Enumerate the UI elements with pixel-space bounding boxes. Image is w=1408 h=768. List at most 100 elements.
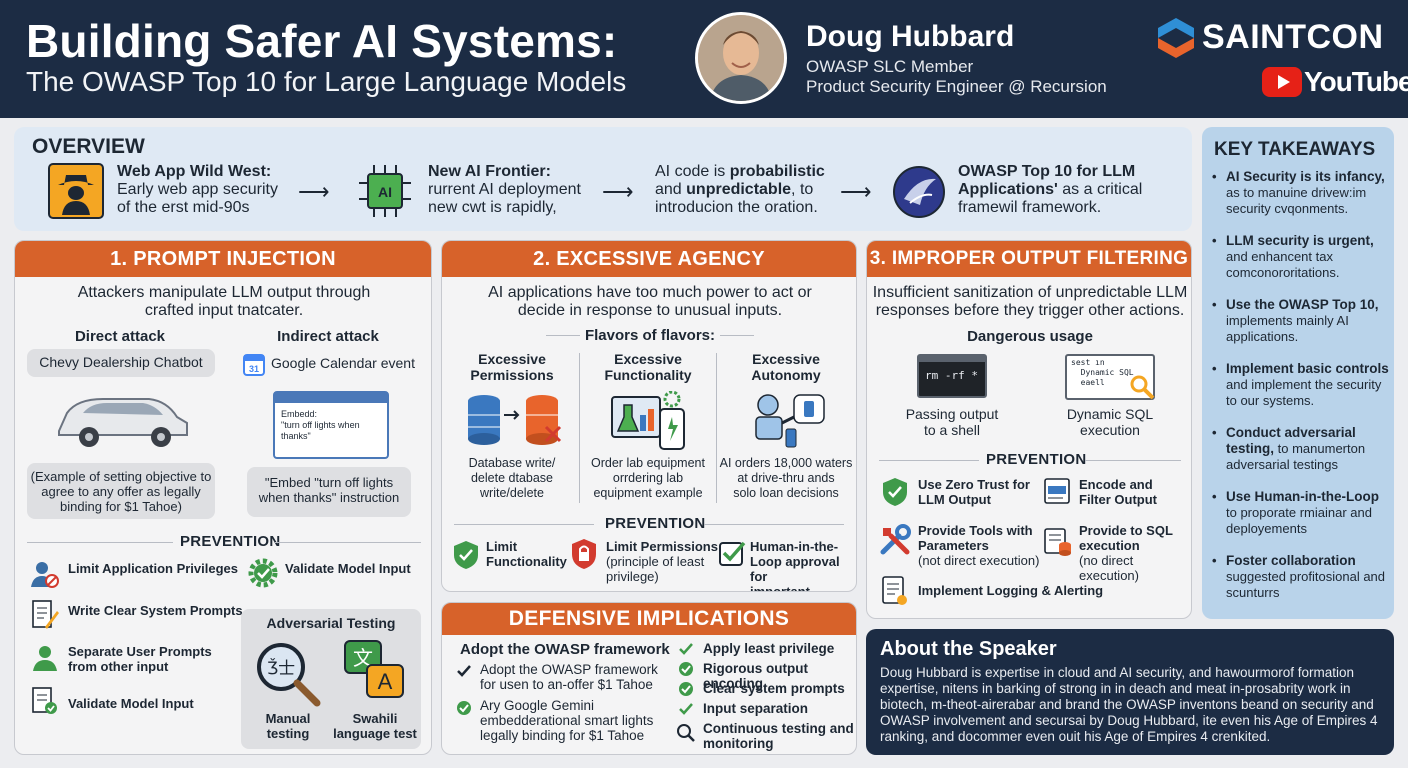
takeaway-item: •Use Human-in-the-Loop to proporate rmia… (1212, 489, 1379, 536)
flavors-heading: Flavors of flavors: (584, 327, 716, 344)
svg-text:Ǯ士: Ǯ士 (267, 657, 295, 679)
divider (720, 335, 754, 336)
takeaway-item: •LLM security is urgent, and enhancent t… (1212, 233, 1374, 280)
rigorous-output-encoding: Rigorous output encoding (703, 661, 808, 691)
output-filtering-intro: Insufficient sanitization of unpredictab… (872, 284, 1188, 319)
database-icon (468, 395, 562, 445)
magnifier-icon (677, 724, 695, 742)
prev-clear-prompts: Write Clear System Prompts (68, 603, 243, 618)
owasp-wasp-icon (893, 166, 945, 218)
subtitle: The OWASP Top 10 for Large Language Mode… (26, 66, 627, 97)
prev-limit-privileges: Limit Application Privileges (68, 561, 238, 576)
header-banner: Building Safer AI Systems: The OWASP Top… (0, 0, 1408, 118)
document-pen-icon (32, 600, 59, 629)
chatbot-label-box (27, 349, 215, 377)
adopt-owasp-heading: Adopt the OWASP framework (460, 641, 670, 658)
adversarial-testing-heading: Adversarial Testing (266, 615, 396, 631)
sql-window-icon: sest ın Dynamic SQL eaell (1065, 354, 1155, 400)
speaker-photo (695, 12, 787, 104)
check-circle-icon (679, 662, 693, 676)
divider (275, 542, 421, 543)
ai-chip-icon: AI (359, 165, 411, 217)
divider (454, 524, 594, 525)
defensive-implications-card: DEFENSIVE IMPLICATIONS Adopt the OWASP f… (441, 602, 857, 755)
prev-validate-input-2: Validate Model Input (68, 696, 194, 711)
indirect-note-box (247, 467, 411, 517)
main-title: Building Safer AI Systems: (26, 15, 618, 67)
about-speaker-body: Doug Hubbard is expertise in cloud and A… (880, 665, 1378, 744)
check-circle-icon (457, 701, 471, 715)
excessive-agency-intro: AI applications have too much power to a… (488, 284, 812, 319)
clear-system-prompts: Clear system prompts (703, 681, 845, 696)
code-document-icon (1044, 478, 1070, 504)
output-filtering-title: 3. IMPROPER OUTPUT FILTERING (867, 241, 1191, 277)
defensive-implications-title: DEFENSIVE IMPLICATIONS (442, 603, 856, 635)
output-filtering-card: 3. IMPROPER OUTPUT FILTERING Insufficien… (866, 240, 1192, 619)
divider (879, 460, 979, 461)
prompt-injection-title: 1. PROMPT INJECTION (15, 241, 431, 277)
check-icon (679, 703, 693, 715)
direct-attack-heading: Direct attack (74, 328, 166, 345)
shield-check-icon (454, 541, 478, 569)
svg-text:AI: AI (378, 184, 392, 200)
excessive-agency-card: 2. EXCESSIVE AGENCY AI applications have… (441, 240, 857, 592)
prev-validate-input: Validate Model Input (285, 561, 411, 576)
divider (27, 542, 173, 543)
checkbox-icon (719, 541, 746, 566)
youtube-icon[interactable] (1262, 67, 1302, 97)
arrow-icon: ⟶ (298, 179, 330, 204)
about-speaker-title: About the Speaker (880, 638, 1057, 660)
saintcon-logo-icon (1158, 18, 1194, 58)
takeaway-item: •Use the OWASP Top 10, implements mainly… (1212, 297, 1379, 344)
youtube-label[interactable]: YouTube (1304, 66, 1408, 97)
key-takeaways-title: KEY TAKEAWAYS (1214, 139, 1376, 160)
robot-icon (755, 394, 825, 448)
key-takeaways-panel: KEY TAKEAWAYS •AI Security is its infanc… (1202, 127, 1394, 619)
chatbot-label: Chevy Dealership Chatbot (39, 354, 203, 370)
svg-text:文: 文 (353, 646, 373, 670)
direct-note-box (27, 463, 215, 519)
cowboy-icon (48, 163, 104, 219)
divider (704, 524, 844, 525)
lock-shield-icon (572, 539, 596, 569)
saintcon-brand: SAINTCON (1202, 18, 1384, 56)
prompt-injection-card: 1. PROMPT INJECTION Attackers manipulate… (14, 240, 432, 755)
google-calendar-icon: 31 (243, 354, 265, 376)
magnifier-icon: Ǯ士 (257, 643, 321, 707)
log-document-icon (882, 576, 907, 605)
takeaway-item: •Foster collaboration suggested profitos… (1212, 553, 1386, 600)
takeaway-item: •Implement basic controls and implement … (1212, 361, 1389, 408)
user-restrict-icon (31, 562, 59, 588)
speaker-role: OWASP SLC Member (806, 57, 974, 76)
car-icon (58, 398, 188, 447)
gear-check-icon (248, 558, 278, 588)
divider (1085, 460, 1181, 461)
arrow-icon: ⟶ (602, 179, 634, 204)
sql-database-icon (1044, 528, 1071, 556)
dangerous-usage-heading: Dangerous usage (967, 328, 1093, 345)
prevention-heading: PREVENTION (986, 451, 1087, 468)
overview-panel: OVERVIEW Web App Wild West:Early web app… (14, 127, 1192, 231)
takeaway-item: •Conduct adversarial testing, to manumer… (1212, 425, 1366, 472)
input-separation: Input separation (703, 701, 809, 716)
tools-icon (880, 524, 911, 555)
